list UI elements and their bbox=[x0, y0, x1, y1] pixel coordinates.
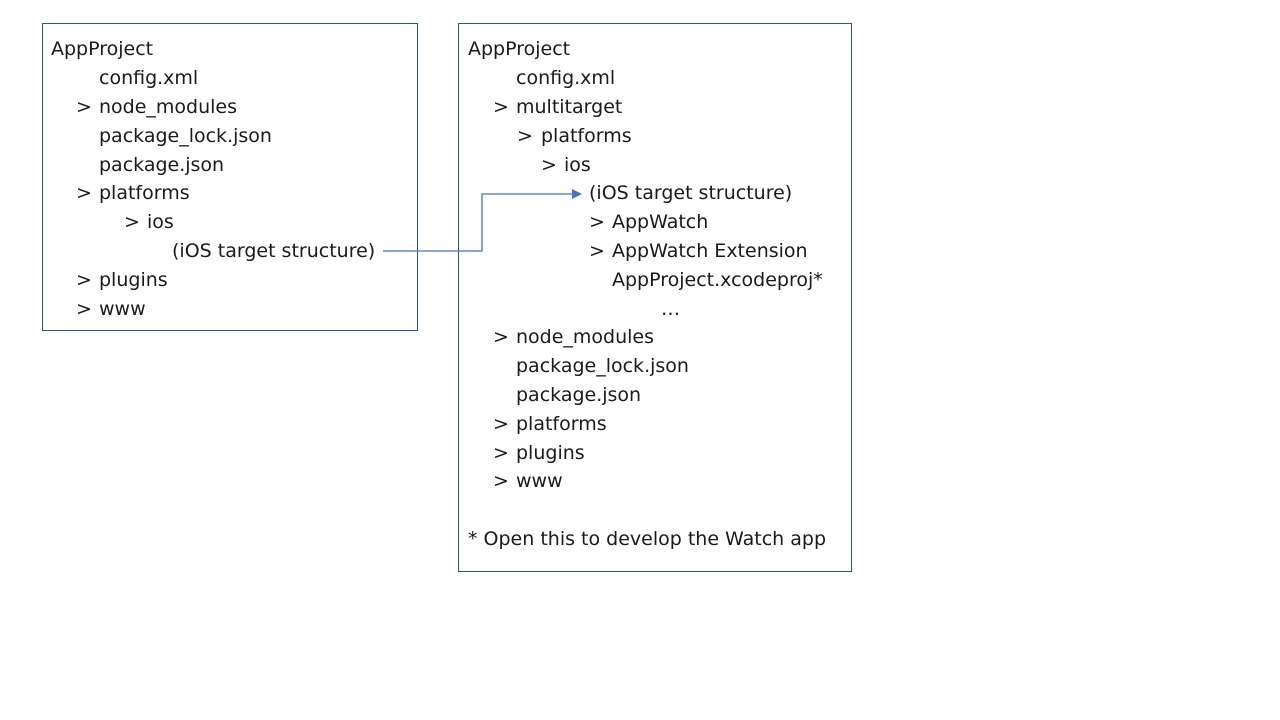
tree-file-package: package.json bbox=[516, 384, 642, 406]
tree-ios-structure: (iOS target structure) bbox=[589, 182, 793, 204]
chevron-right-icon: > bbox=[589, 211, 605, 233]
tree-folder-www: www bbox=[99, 298, 146, 320]
left-tree-panel: AppProject config.xml > node_modules pac… bbox=[42, 23, 418, 331]
tree-folder-appwatch: AppWatch bbox=[612, 211, 709, 233]
tree-file-package-lock: package_lock.json bbox=[99, 125, 272, 147]
chevron-right-icon: > bbox=[493, 470, 509, 492]
tree-file-package: package.json bbox=[99, 154, 225, 176]
tree-ios-structure: (iOS target structure) bbox=[172, 240, 376, 262]
tree-folder-node-modules: node_modules bbox=[99, 96, 238, 118]
chevron-right-icon: > bbox=[76, 269, 92, 291]
chevron-right-icon: > bbox=[124, 211, 140, 233]
tree-folder-www: www bbox=[516, 470, 563, 492]
tree-folder-appwatch-extension: AppWatch Extension bbox=[612, 240, 808, 262]
chevron-right-icon: > bbox=[517, 125, 533, 147]
tree-file-package-lock: package_lock.json bbox=[516, 355, 689, 377]
tree-folder-multitarget: multitarget bbox=[516, 96, 623, 118]
tree-file-xcodeproj: AppProject.xcodeproj* bbox=[612, 269, 823, 291]
tree-root-label: AppProject bbox=[51, 38, 154, 60]
tree-folder-ios: ios bbox=[147, 211, 174, 233]
tree-folder-platforms: platforms bbox=[516, 413, 607, 435]
tree-folder-plugins: plugins bbox=[99, 269, 168, 291]
tree-folder-node-modules: node_modules bbox=[516, 326, 655, 348]
right-tree-panel: AppProject config.xml > multitarget > pl… bbox=[458, 23, 852, 572]
tree-root-label: AppProject bbox=[468, 38, 571, 60]
tree-file-config: config.xml bbox=[99, 67, 199, 89]
tree-file-config: config.xml bbox=[516, 67, 616, 89]
chevron-right-icon: > bbox=[493, 96, 509, 118]
chevron-right-icon: > bbox=[589, 240, 605, 262]
tree-ellipsis: … bbox=[661, 298, 680, 320]
chevron-right-icon: > bbox=[493, 413, 509, 435]
footnote: * Open this to develop the Watch app bbox=[468, 528, 827, 550]
tree-folder-platforms: platforms bbox=[99, 182, 190, 204]
chevron-right-icon: > bbox=[493, 442, 509, 464]
chevron-right-icon: > bbox=[541, 154, 557, 176]
chevron-right-icon: > bbox=[76, 298, 92, 320]
tree-folder-plugins: plugins bbox=[516, 442, 585, 464]
chevron-right-icon: > bbox=[76, 182, 92, 204]
tree-folder-ios: ios bbox=[564, 154, 591, 176]
chevron-right-icon: > bbox=[76, 96, 92, 118]
chevron-right-icon: > bbox=[493, 326, 509, 348]
tree-folder-platforms-inner: platforms bbox=[541, 125, 632, 147]
